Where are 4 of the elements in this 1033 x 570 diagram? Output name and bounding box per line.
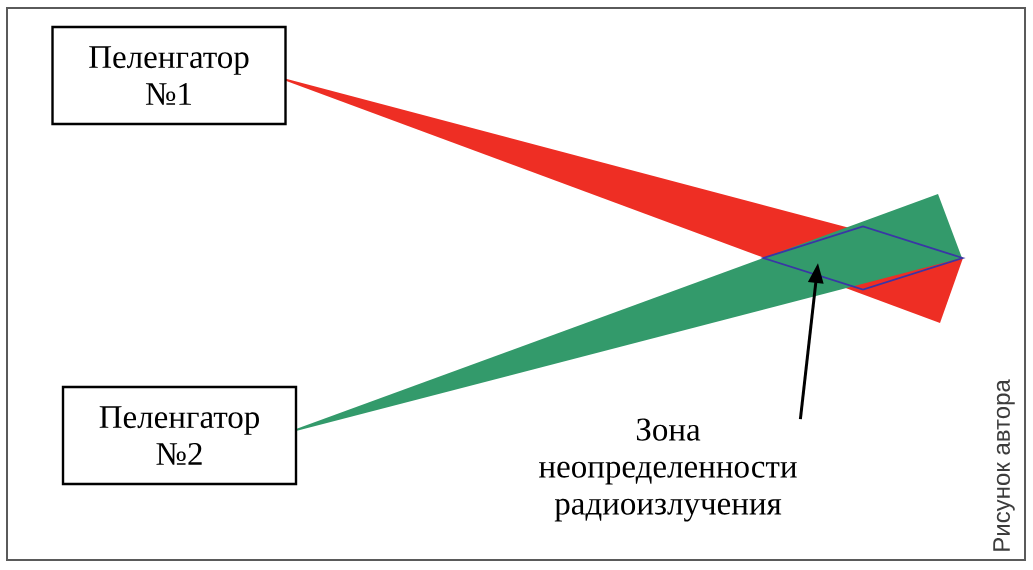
label-box: Пеленгатор №2 bbox=[61, 385, 298, 486]
callout-text: Зона неопределенности радиоизлучения bbox=[539, 418, 797, 522]
credit-label: Рисунок автора bbox=[993, 379, 1015, 551]
label-box: Пеленгатор №1 bbox=[51, 25, 287, 126]
